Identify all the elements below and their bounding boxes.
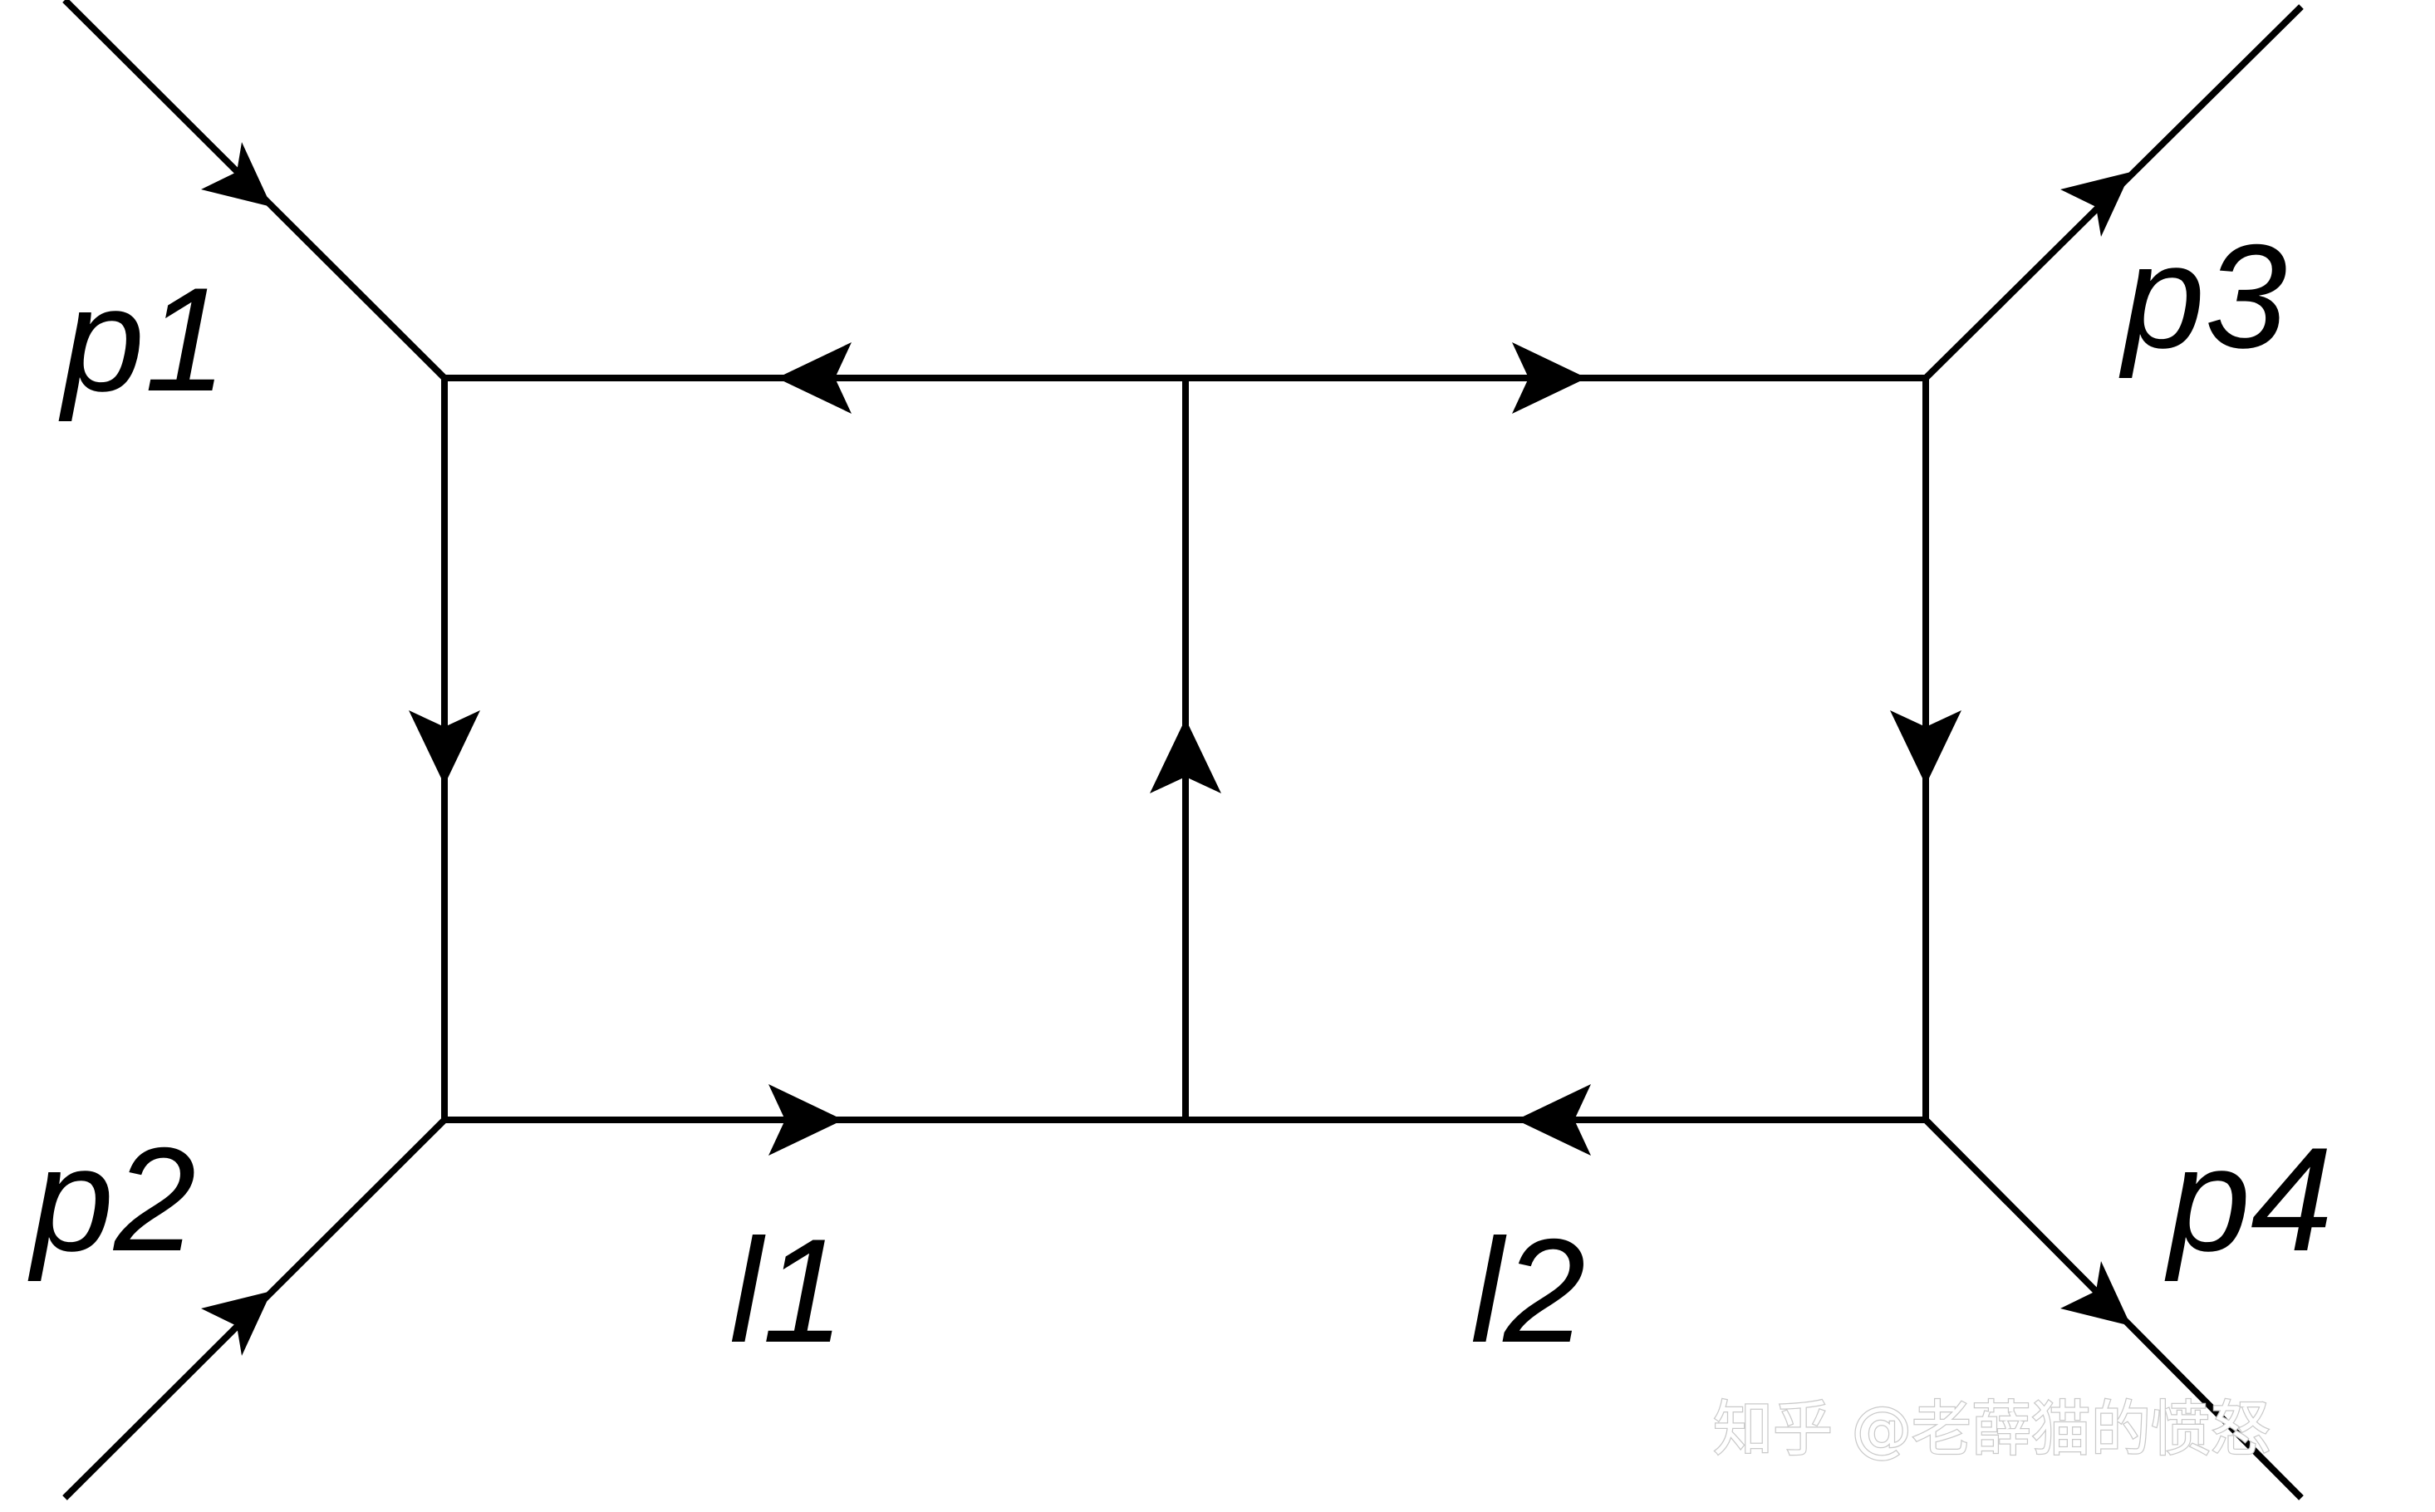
arrow-right-edge	[1890, 710, 1961, 785]
arrow-middle-rung	[1150, 719, 1221, 793]
label-p3: p3	[2118, 214, 2287, 379]
label-p2: p2	[27, 1117, 196, 1282]
arrow-top-right	[1512, 342, 1587, 414]
arrow-bottom-right	[1516, 1084, 1591, 1156]
arrow-top-left	[777, 342, 852, 414]
label-p4: p4	[2164, 1117, 2333, 1282]
label-p1: p1	[58, 257, 227, 422]
watermark-text: 知乎 @老薛猫的愤怒	[1713, 1394, 2271, 1464]
label-l1: l1	[729, 1208, 845, 1373]
arrow-left-edge	[409, 710, 480, 785]
arrow-bottom-left	[768, 1084, 843, 1156]
label-l2: l2	[1470, 1208, 1586, 1373]
arrow-leg-p1	[201, 142, 272, 207]
arrow-leg-p3	[2060, 172, 2131, 237]
arrow-leg-p2	[201, 1291, 272, 1356]
arrow-leg-p4	[2060, 1261, 2131, 1326]
